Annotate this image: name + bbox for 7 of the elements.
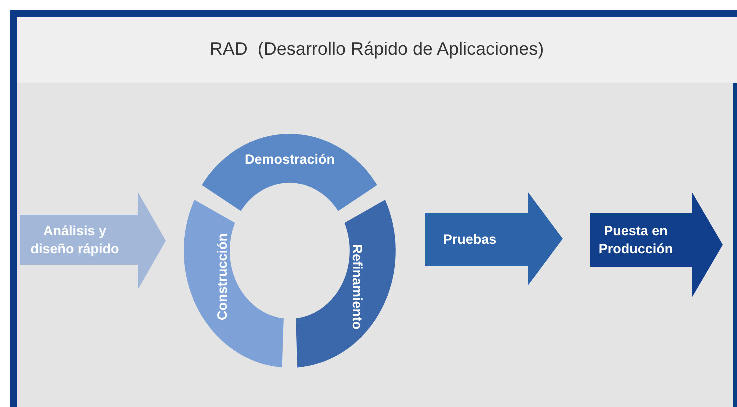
- step-label: Puesta en Producción: [598, 222, 674, 258]
- step-label: Construcción: [214, 233, 232, 320]
- step-label: Pruebas: [442, 230, 498, 248]
- step-label: Refinamiento: [348, 244, 366, 330]
- diagram-title: RAD (Desarrollo Rápido de Aplicaciones): [208, 39, 546, 60]
- step-label: Análisis y diseño rápido: [30, 222, 120, 258]
- step-label: Demostración: [244, 151, 335, 169]
